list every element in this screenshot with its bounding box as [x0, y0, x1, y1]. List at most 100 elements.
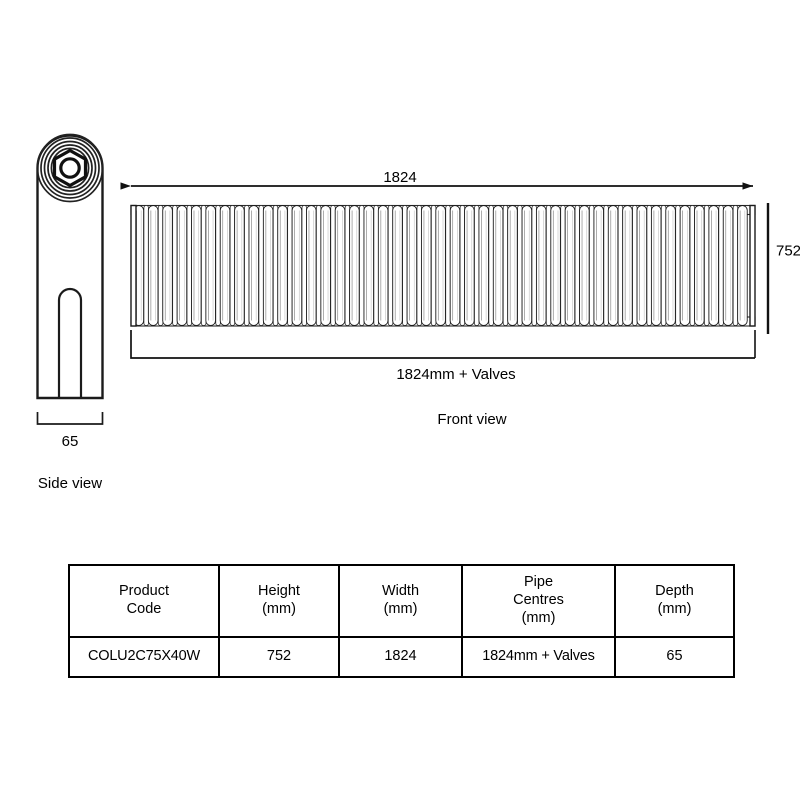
radiator-column-spacer: [430, 205, 437, 326]
radiator-column: [722, 205, 734, 326]
radiator-column-spacer: [330, 205, 336, 326]
radiator-column: [550, 205, 561, 326]
radiator-column: [679, 205, 691, 326]
specification-table: Product Code Height (mm) Width (mm) Pipe…: [68, 564, 735, 678]
radiator-column: [176, 205, 188, 326]
side-view-caption: Side view: [37, 475, 103, 492]
radiator-column: [708, 205, 719, 326]
header-line-1: Height: [258, 583, 300, 600]
radiator-column: [334, 205, 346, 326]
header-height: Height (mm): [218, 564, 340, 638]
radiator-column: [248, 205, 260, 326]
radiator-column: [205, 205, 216, 326]
cell-pipe-centres: 1824mm + Valves: [461, 636, 616, 678]
header-line-2: Code: [126, 601, 162, 617]
width-dimension-label: 1824: [383, 169, 417, 186]
radiator-column: [377, 205, 389, 326]
radiator-column-spacer: [517, 205, 523, 326]
radiator-column: [234, 205, 245, 326]
radiator-column: [650, 205, 662, 326]
radiator-column: [737, 205, 748, 326]
radiator-columns: [130, 204, 756, 327]
radiator-column: [607, 205, 619, 326]
radiator-column-spacer: [560, 205, 566, 326]
header-line-2: (mm): [657, 601, 692, 617]
radiator-column: [435, 205, 446, 326]
radiator-column: [349, 205, 360, 326]
radiator-column: [191, 205, 202, 326]
height-dimension-label: 752: [776, 242, 800, 260]
table-row: COLU2C75X40W 752 1824 1824mm + Valves 65: [68, 636, 735, 678]
radiator-column-spacer: [459, 205, 466, 326]
radiator-column: [665, 205, 676, 326]
radiator-column-spacer: [445, 205, 451, 326]
header-line-3: (mm): [521, 609, 556, 626]
radiator-column: [291, 205, 303, 326]
radiator-column-spacer: [732, 205, 739, 326]
radiator-column-spacer: [258, 205, 264, 326]
radiator-column: [363, 205, 375, 326]
radiator-column-spacer: [244, 205, 250, 326]
front-view-caption: Front view: [437, 411, 507, 428]
radiator-column-spacer: [718, 205, 724, 326]
radiator-column: [449, 205, 461, 326]
radiator-column: [464, 205, 475, 326]
radiator-column-spacer: [402, 205, 408, 326]
radiator-column: [262, 205, 274, 326]
radiator-column-spacer: [660, 205, 667, 326]
header-line-1: Product: [119, 583, 169, 600]
depth-dimension-label: 65: [61, 433, 79, 450]
radiator-column: [162, 205, 173, 326]
pipe-centres-bracket: [130, 330, 755, 359]
radiator-column: [492, 205, 504, 326]
radiator-column-spacer: [186, 205, 193, 326]
header-pipe-centres: Pipe Centres (mm): [461, 564, 616, 638]
radiator-column-spacer: [287, 205, 293, 326]
header-product-code: Product Code: [68, 564, 220, 638]
radiator-column-spacer: [215, 205, 221, 326]
radiator-column: [392, 205, 403, 326]
radiator-column-spacer: [157, 205, 164, 326]
radiator-column: [521, 205, 533, 326]
header-line-2: (mm): [383, 601, 418, 617]
radiator-column-spacer: [488, 205, 494, 326]
radiator-column-spacer: [632, 205, 638, 326]
table-header-row: Product Code Height (mm) Width (mm) Pipe…: [68, 564, 735, 638]
cell-depth: 65: [614, 636, 735, 678]
radiator-column: [219, 205, 231, 326]
radiator-column-spacer: [200, 205, 207, 326]
radiator-column-spacer: [373, 205, 379, 326]
radiator-column-spacer: [272, 205, 279, 326]
radiator-column: [147, 205, 159, 326]
radiator-column-spacer: [344, 205, 351, 326]
radiator-column-spacer: [646, 205, 652, 326]
radiator-column-spacer: [229, 205, 236, 326]
radiator-column: [622, 205, 633, 326]
radiator-column-spacer: [704, 205, 710, 326]
header-line-1: Width: [381, 583, 420, 600]
radiator-column: [593, 205, 604, 326]
header-width: Width (mm): [338, 564, 463, 638]
radiator-column: [320, 205, 331, 326]
radiator-column-spacer: [315, 205, 322, 326]
radiator-column-spacer: [617, 205, 624, 326]
radiator-column-spacer: [359, 205, 365, 326]
radiator-column-spacer: [474, 205, 480, 326]
radiator-column-spacer: [603, 205, 609, 326]
radiator-column: [579, 205, 590, 326]
radiator-column-spacer: [143, 205, 149, 326]
radiator-column-spacer: [172, 205, 178, 326]
cell-product-code: COLU2C75X40W: [68, 636, 220, 678]
header-line-2: Centres: [513, 592, 564, 609]
pipe-centres-label: 1824mm + Valves: [396, 366, 516, 383]
side-view-geometry: [36, 133, 104, 425]
radiator-column-spacer: [675, 205, 681, 326]
cell-width: 1824: [338, 636, 463, 678]
radiator-column-spacer: [387, 205, 394, 326]
radiator-column-spacer: [689, 205, 696, 326]
radiator-column: [564, 205, 576, 326]
header-line-1: Depth: [655, 583, 694, 600]
header-line-2: (mm): [262, 601, 296, 617]
radiator-column-spacer: [589, 205, 595, 326]
